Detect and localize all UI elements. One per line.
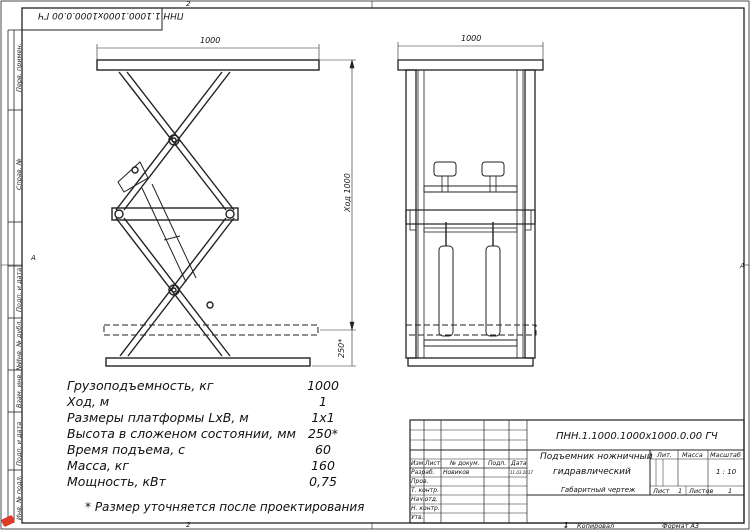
tb-role: Утв. — [411, 514, 424, 521]
top-code-box — [21, 7, 163, 31]
tb-developer: Новиков — [443, 469, 470, 476]
side-top-platform — [96, 59, 320, 71]
strip-label-4: Инв. № дубл. — [15, 319, 23, 364]
closed-height-dim: 250* — [337, 338, 346, 358]
spec-label: Высота в сложеном состоянии, мм — [67, 426, 296, 441]
spec-value: 1000 — [307, 378, 339, 393]
tb-name-line1: Подъемник ножничный — [540, 452, 653, 462]
tb-dev-date: 11.03.2017 — [510, 470, 533, 475]
tb-role: Н. контр. — [411, 505, 440, 512]
bottom-zone-left: 2 — [186, 521, 191, 529]
spec-value: 160 — [311, 458, 335, 473]
front-top-platform — [397, 59, 544, 71]
strip-label-5: Взам. инв. № — [15, 363, 23, 408]
spec-value: 1х1 — [311, 410, 335, 425]
tb-role: Пров. — [411, 478, 429, 485]
front-cylinder-right — [485, 245, 501, 337]
stroke-dim: Ход 1000 — [343, 173, 352, 212]
side-base — [105, 357, 311, 367]
tb-col-izm: Изм. — [411, 460, 426, 467]
spec-label: Ход, м — [67, 394, 110, 409]
front-dimensions — [397, 42, 544, 60]
title-block-grid — [409, 419, 745, 524]
spec-label: Мощность, кВт — [67, 474, 166, 489]
side-lowered-platform — [103, 324, 319, 336]
right-zone-label: A — [740, 262, 745, 270]
side-width-dim: 1000 — [200, 36, 221, 45]
tb-sheet-num: 1 — [678, 487, 683, 495]
tb-sheets-label: Листов — [689, 487, 714, 495]
front-width-dim: 1000 — [461, 34, 482, 43]
spec-value: 250* — [307, 426, 339, 441]
tb-name-line2: гидравлический — [553, 467, 631, 477]
tb-bottom-num: 1 — [564, 522, 569, 530]
strip-label-2: Справ. № — [15, 158, 23, 190]
tb-col-sign: Подп. — [488, 460, 507, 467]
tb-copied: Копировал — [577, 522, 615, 530]
tb-lit-label: Лит. — [657, 451, 672, 459]
tb-doc-type: Габаритный чертеж — [561, 486, 636, 494]
tb-role: Разраб. — [411, 469, 435, 476]
side-view — [96, 59, 320, 367]
spec-label: Время подъема, с — [67, 442, 186, 457]
strip-label-7: Инв. № подл. — [15, 475, 23, 520]
tb-sheet-label: Лист — [653, 487, 670, 495]
spec-value: 0,75 — [309, 474, 337, 489]
spec-value: 1 — [319, 394, 327, 409]
footnote: * Размер уточняется после проектирования — [85, 500, 365, 514]
tb-designation: ПНН.1.1000.1000x1000.0.00 ГЧ — [556, 431, 718, 442]
tb-col-list: Лист — [425, 460, 441, 467]
left-zone-label: A — [31, 254, 36, 262]
spec-label: Грузоподъемность, кг — [67, 378, 214, 393]
spec-label: Масса, кг — [67, 458, 129, 473]
strip-label-3: Подп. и дата — [15, 267, 23, 312]
spec-value: 60 — [315, 442, 331, 457]
strip-label-1: Перв. примен. — [15, 43, 23, 92]
tb-masshtab-label: Масштаб — [710, 451, 741, 459]
bottom-zone-right: 1 — [564, 521, 569, 529]
strip-label-6: Подп. и дата — [15, 421, 23, 466]
top-code: ПНН.1.1000.1000x1000.0.00 ГЧ — [38, 10, 184, 20]
side-dimensions — [96, 44, 356, 367]
tb-massa-label: Масса — [682, 451, 703, 459]
tb-format: Формат A3 — [662, 522, 700, 530]
tb-role: Нач.отд. — [411, 496, 438, 503]
tb-sheets-num: 1 — [728, 487, 733, 495]
tb-role: Т. контр. — [411, 487, 439, 494]
left-strip — [7, 29, 22, 523]
front-base — [407, 357, 534, 367]
front-cylinder-left — [438, 245, 454, 337]
spec-label: Размеры платформы LxB, м — [67, 410, 249, 425]
front-view — [397, 59, 544, 367]
top-zone-label: 2 — [186, 0, 191, 8]
tb-col-doc: № докум. — [450, 460, 480, 467]
tb-scale: 1 : 10 — [716, 468, 737, 476]
tb-col-date: Дата — [511, 460, 527, 467]
